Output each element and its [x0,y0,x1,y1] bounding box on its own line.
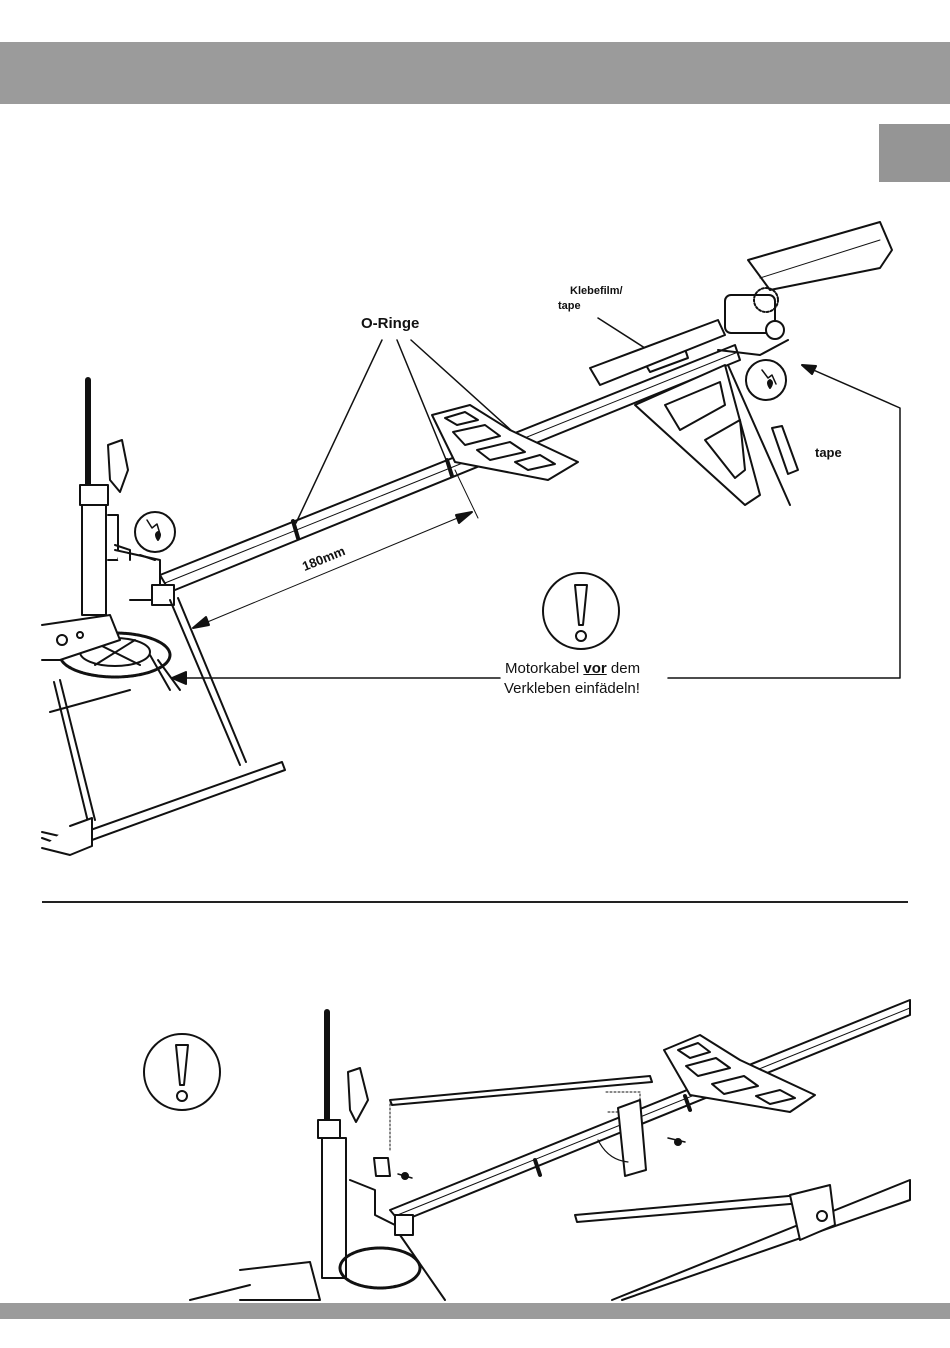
warning-part1: Motorkabel [505,660,583,677]
exclamation-warning-icon-bottom [144,1034,220,1110]
exclamation-warning-icon [543,573,619,649]
oil-drop-icon-left [135,512,175,552]
warning-text-line2: Verkleben einfädeln! [504,680,640,697]
oil-drop-icon [746,360,786,400]
tape-label-right: tape [815,445,842,460]
tape-label-line1: Klebefilm/ [570,285,623,297]
section-divider [42,901,908,903]
main-mast [80,380,128,615]
tail-rotor [718,222,892,355]
footer-bar [0,1303,950,1319]
o-rings-label: O-Ringe [361,315,419,332]
warning-emphasis: vor [583,660,606,677]
warning-part2: dem [607,660,640,677]
warning-text-line1: Motorkabel vor dem [505,660,640,677]
tape-label-line2: tape [558,300,581,312]
